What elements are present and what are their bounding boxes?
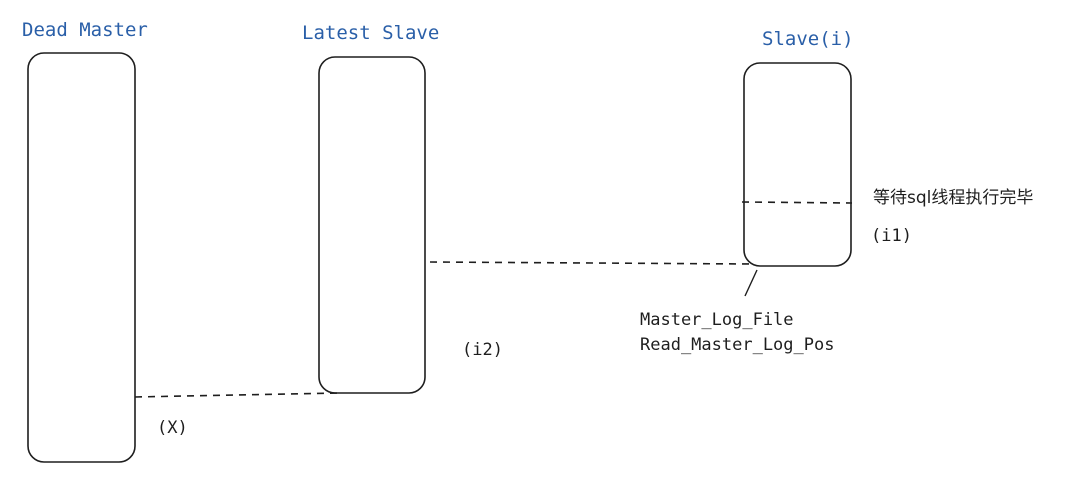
x-label: (X) xyxy=(157,418,188,438)
slave-i-title: Slave(i) xyxy=(762,28,854,50)
master-log-file-label: Master_Log_File xyxy=(640,310,794,330)
slave-i-sql-position-line xyxy=(741,201,853,204)
dead-master-title: Dead Master xyxy=(22,19,148,41)
latest-slave-box xyxy=(318,56,426,394)
log-pointer-line xyxy=(744,269,758,297)
i1-label: (i1) xyxy=(871,226,912,246)
latest-to-slave-i-line xyxy=(429,261,753,265)
i2-label: (i2) xyxy=(462,340,503,360)
wait-sql-thread-label: 等待sql线程执行完毕 xyxy=(873,188,1033,208)
slave-i-box xyxy=(743,62,852,267)
latest-slave-title: Latest Slave xyxy=(302,22,439,44)
dead-master-to-latest-line xyxy=(134,392,339,398)
dead-master-box xyxy=(27,52,136,463)
read-master-log-pos-label: Read_Master_Log_Pos xyxy=(640,335,834,355)
